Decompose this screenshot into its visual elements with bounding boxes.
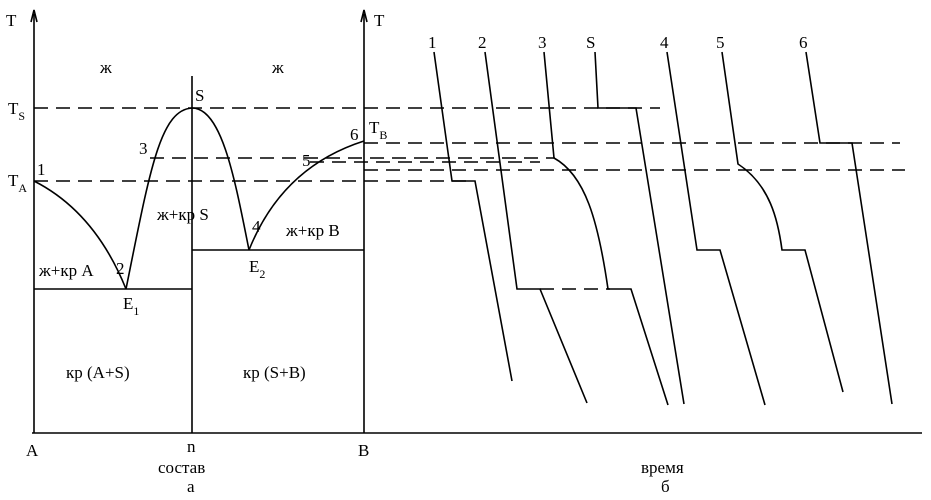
point-6-label: 6: [350, 125, 359, 144]
region-liquid-left: ж: [99, 58, 112, 77]
cooling-curve-5: [721, 51, 844, 393]
point-4-label: 4: [252, 217, 261, 236]
axis-arrow-left-icon: [30, 9, 38, 23]
panel-b-label: б: [661, 477, 670, 496]
axis-label-a: A: [26, 441, 39, 460]
time-title: время: [641, 458, 684, 477]
curve-label-2: 2: [478, 33, 487, 52]
axis-label-t-right: T: [374, 11, 385, 30]
cooling-curve-s: [594, 51, 685, 405]
point-1-label: 1: [37, 160, 46, 179]
axis-arrow-right-icon: [360, 9, 368, 23]
region-liq-cr-a: ж+кр А: [38, 261, 94, 280]
liquidus-e2-b: [248, 140, 365, 251]
curve-label-s: S: [586, 33, 595, 52]
curve-label-5: 5: [716, 33, 725, 52]
curve-label-1: 1: [428, 33, 437, 52]
region-cr-s-b: кр (S+В): [243, 363, 306, 382]
region-liq-cr-s: ж+кр S: [156, 205, 209, 224]
region-cr-a-s: кр (А+S): [66, 363, 130, 382]
point-s-label: S: [195, 86, 204, 105]
curve-label-6: 6: [799, 33, 808, 52]
curve-label-3: 3: [538, 33, 547, 52]
point-5-label: 5: [302, 151, 311, 170]
cooling-curve-1: [433, 51, 513, 382]
cooling-curve-3: [543, 51, 669, 406]
axis-label-n: n: [187, 437, 196, 456]
liquidus-a-e1: [33, 180, 127, 290]
cooling-curve-6: [805, 51, 893, 405]
composition-title: состав: [158, 458, 205, 477]
cooling-curve-2: [484, 51, 588, 404]
region-liq-cr-b: ж+кр В: [285, 221, 340, 240]
label-e1: E1: [123, 294, 139, 318]
point-3-label: 3: [139, 139, 148, 158]
label-e2: E2: [249, 257, 265, 281]
axis-label-b: B: [358, 441, 369, 460]
panel-a-label: а: [187, 477, 195, 496]
curve-label-4: 4: [660, 33, 669, 52]
region-liquid-right: ж: [271, 58, 284, 77]
axis-label-t-left: T: [6, 11, 17, 30]
label-tb: TB: [369, 118, 387, 142]
label-ts: TS: [8, 99, 25, 123]
cooling-curve-4: [666, 51, 766, 406]
label-ta: TA: [8, 171, 27, 195]
liquidus-e1-s-e2: [125, 107, 250, 290]
point-2-label: 2: [116, 259, 125, 278]
